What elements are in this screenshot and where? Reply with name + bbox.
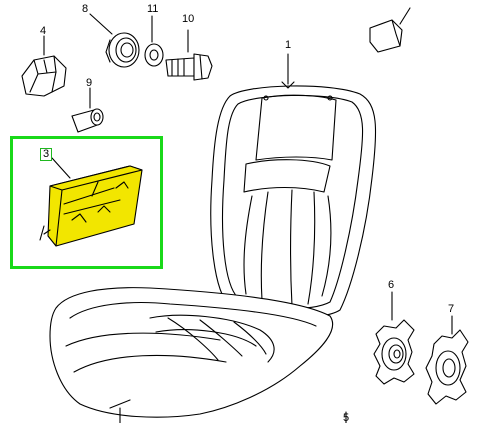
part-11-washer[interactable]	[144, 15, 164, 67]
part-1-backrest[interactable]	[210, 53, 377, 318]
part-4-knob[interactable]	[21, 35, 67, 97]
callout-11[interactable]: 11	[147, 3, 159, 15]
callout-8[interactable]: 8	[82, 3, 89, 15]
callout-3-selected[interactable]: 3	[40, 148, 53, 161]
callout-4[interactable]: 4	[40, 25, 47, 37]
part-10-bolt[interactable]	[165, 29, 213, 81]
callout-10[interactable]: 10	[182, 13, 195, 25]
part-cap[interactable]	[369, 7, 411, 53]
callout-7[interactable]: 7	[448, 303, 455, 315]
callout-6[interactable]: 6	[388, 279, 395, 291]
part-3-panel-selected[interactable]	[39, 157, 143, 247]
part-9-bushing[interactable]	[71, 87, 104, 133]
part-6-gear[interactable]	[373, 291, 415, 385]
callout-1[interactable]: 1	[285, 39, 292, 51]
selection-highlight-box	[10, 136, 163, 269]
part-7-gear[interactable]	[425, 315, 469, 405]
callout-9[interactable]: 9	[86, 77, 93, 89]
callout-5[interactable]: 5	[343, 412, 350, 424]
part-5-cushion[interactable]	[49, 287, 347, 423]
part-8-rosette[interactable]	[89, 13, 140, 68]
